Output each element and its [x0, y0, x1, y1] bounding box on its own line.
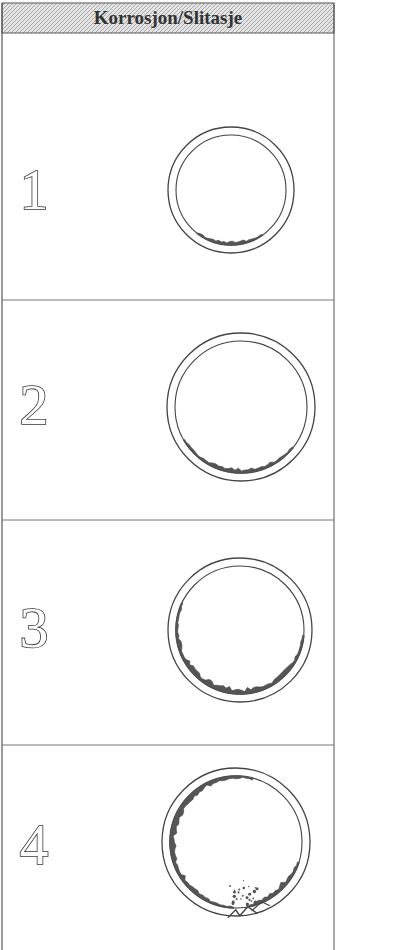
corrosion [176, 603, 305, 695]
corrosion [197, 233, 263, 246]
row-number: 4 [20, 816, 49, 874]
corrosion [249, 862, 299, 907]
row-number: 3 [20, 599, 49, 657]
row-number: 2 [20, 376, 49, 434]
ring [168, 127, 294, 253]
corrosion [170, 776, 254, 909]
crack-splatter [228, 880, 270, 918]
corrosion [183, 440, 293, 474]
row-number: 1 [20, 161, 49, 219]
ring [162, 768, 310, 918]
ring [168, 558, 312, 702]
table-header: Korrosjon/Slitasje [90, 7, 246, 29]
ring [167, 333, 315, 481]
